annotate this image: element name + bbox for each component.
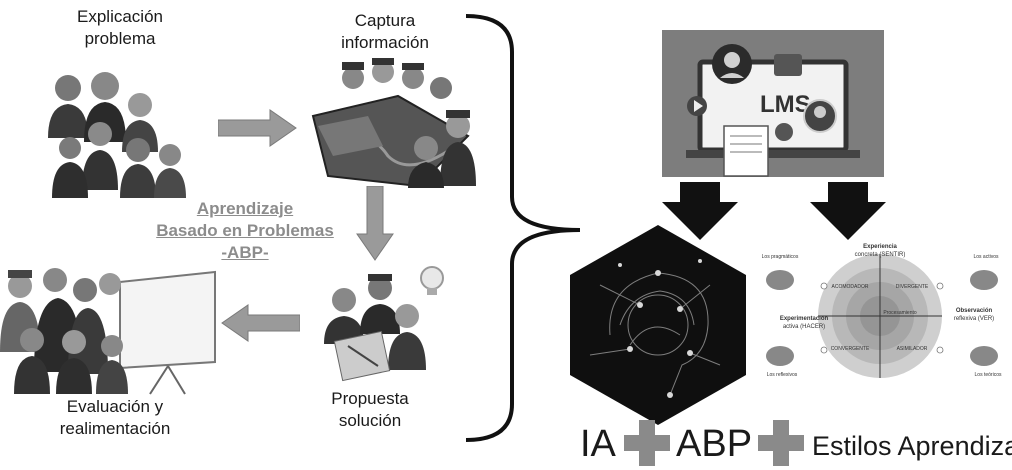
kolb-divergente: DIVERGENTE: [896, 284, 929, 290]
arrow-down-kolb: [810, 182, 886, 240]
kolb-reflexivos: Los reflexivos: [767, 372, 798, 378]
ai-brain-hexagon: [570, 225, 746, 425]
people-group-explicacion: [48, 72, 186, 198]
plus-icon-1: [624, 420, 670, 466]
plus-icon-2: [758, 420, 804, 466]
people-group-evaluacion: [0, 268, 216, 395]
people-group-propuesta: [324, 266, 444, 382]
kolb-acomodador: ACOMODADOR: [832, 284, 869, 290]
arrow-right-1: [218, 109, 297, 147]
kolb-pragmaticos: Los pragmáticos: [762, 254, 799, 260]
kolb-activos: Los activos: [973, 254, 999, 260]
abp-title-line2: Basado en Problemas: [156, 221, 334, 240]
kolb-center-label: Procesamiento: [883, 310, 917, 316]
formula-abp: ABP: [676, 423, 753, 465]
kolb-right-sub: reflexiva (VER): [954, 316, 994, 322]
lms-label: LMS: [760, 91, 811, 118]
abp-title-line1: Aprendizaje: [196, 199, 294, 218]
curly-brace: [465, 14, 581, 442]
step-explicacion-label: Explicación problema: [77, 7, 163, 48]
lms-illustration: LMS: [662, 30, 884, 177]
kolb-right-title: Observación: [956, 308, 993, 314]
arrow-down-ia: [662, 182, 738, 240]
abp-title-line3: -ABP-: [221, 243, 269, 262]
kolb-top-sub: concreta (SENTIR): [855, 252, 906, 258]
arrow-down-1: [356, 186, 394, 261]
step-evaluacion-label: Evaluación y realimentación: [59, 397, 171, 438]
formula-ia: IA: [580, 423, 616, 465]
step-captura-label: Captura información: [341, 11, 429, 52]
kolb-top-title: Experiencia: [863, 244, 897, 250]
kolb-left-title: Experimentación: [780, 316, 829, 322]
arrow-left-1: [221, 304, 300, 342]
formula-estilos: Estilos Aprendizaje: [812, 431, 1012, 461]
kolb-teoricos: Los teóricos: [975, 372, 1002, 378]
people-group-captura: [311, 58, 476, 188]
kolb-convergente: CONVERGENTE: [831, 346, 870, 352]
kolb-left-sub: activa (HACER): [783, 324, 825, 330]
step-propuesta-label: Propuesta solución: [331, 389, 409, 430]
kolb-asimilador: ASIMILADOR: [897, 346, 928, 352]
kolb-diagram: Experiencia concreta (SENTIR) Experiment…: [762, 244, 1002, 378]
